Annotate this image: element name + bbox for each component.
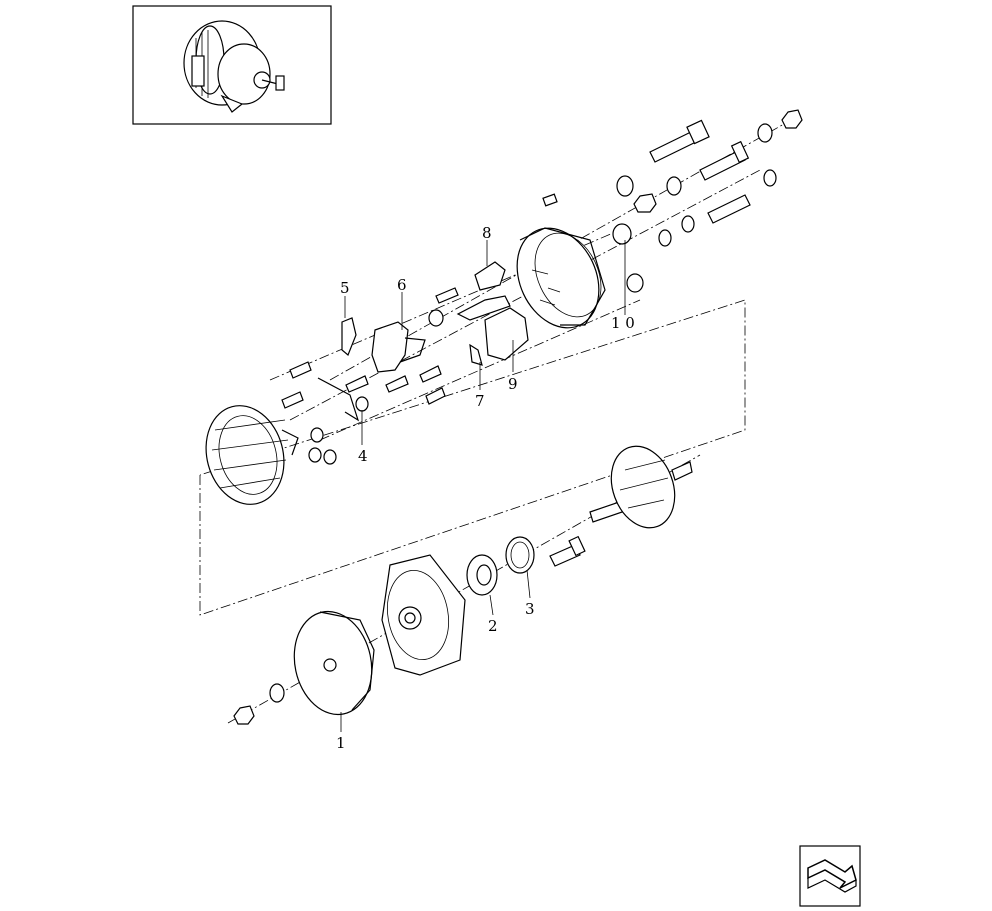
rotor [589,445,693,529]
through-bolts [542,109,803,247]
front-housing [381,554,466,676]
callout-8: 8 [482,224,492,242]
callout-7: 7 [475,392,485,410]
retaining-plate [505,536,535,574]
callout-9: 9 [508,375,518,393]
pulley [293,610,375,716]
callout-1: 1 [336,734,346,752]
rotor-bolt [549,535,586,567]
callout-4: 4 [358,447,368,465]
callout-10: 1 0 [611,314,635,332]
alternator-assembly-thumbnail[interactable] [132,5,332,125]
stator [205,405,337,505]
callout-5: 5 [340,279,350,297]
rear-housing [516,227,606,329]
brush-holder-parts [428,261,529,366]
assembly-guide-lines [199,114,801,724]
regulator-parts [317,317,426,422]
callout-2: 2 [488,617,498,635]
leader-lines [340,240,531,732]
bushings [612,223,644,315]
pulley-nut [233,683,285,725]
callout-3: 3 [525,600,535,618]
bearing [466,554,498,596]
return-arrow-icon[interactable] [799,845,861,907]
callout-6: 6 [397,276,407,294]
screws [281,287,459,409]
